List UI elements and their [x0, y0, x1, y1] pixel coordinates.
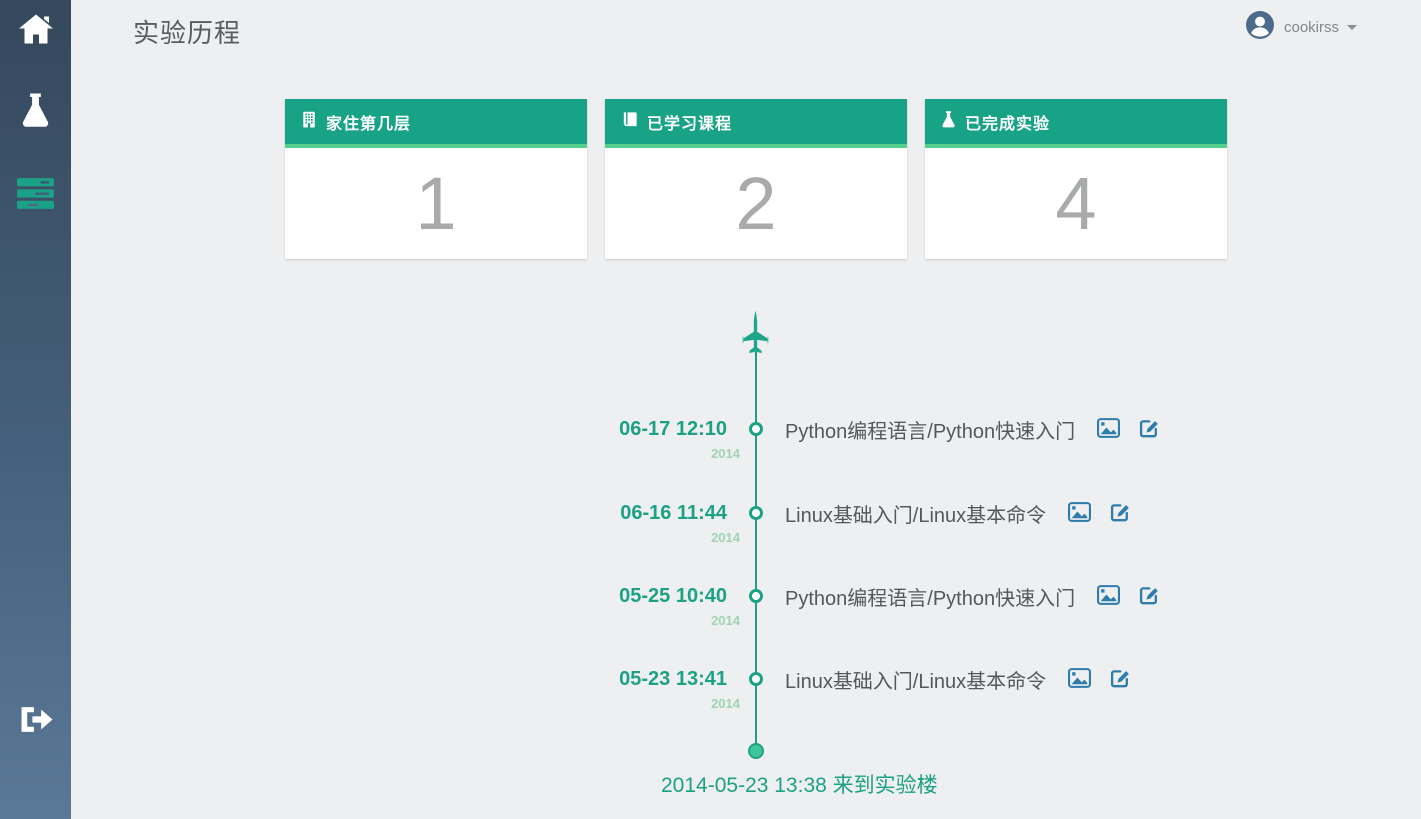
entry-date: 06-17 12:10 — [619, 418, 727, 440]
entry-title: Linux基础入门/Linux基本命令 — [785, 504, 1047, 527]
timeline-origin-node — [748, 743, 764, 759]
entry-year: 2014 — [711, 613, 740, 628]
edit-button[interactable] — [1139, 585, 1160, 608]
edit-button[interactable] — [1110, 668, 1131, 691]
list-icon — [17, 178, 54, 214]
flask-icon — [941, 110, 956, 133]
stat-card-courses: 已学习课程 2 — [605, 99, 907, 259]
avatar — [1246, 10, 1274, 44]
timeline-node — [749, 589, 763, 603]
timeline-node — [749, 506, 763, 520]
stat-card-header: 已完成实验 — [925, 99, 1227, 148]
sidebar-item-timeline[interactable] — [0, 172, 71, 220]
timeline-node — [749, 672, 763, 686]
entry-date: 05-23 13:41 — [619, 668, 727, 690]
stat-card-value: 2 — [735, 162, 777, 245]
edit-button[interactable] — [1110, 502, 1131, 525]
flask-icon — [20, 93, 51, 133]
stat-card-header: 家住第几层 — [285, 99, 587, 148]
edit-icon — [1110, 502, 1131, 525]
stat-card-value: 4 — [1055, 162, 1097, 245]
stat-card-header: 已学习课程 — [605, 99, 907, 148]
entry-title: Linux基础入门/Linux基本命令 — [785, 670, 1047, 693]
user-name: cookirss — [1284, 18, 1340, 36]
entry-date: 05-25 10:40 — [619, 585, 727, 607]
timeline-axis — [755, 352, 757, 751]
entry-year: 2014 — [711, 530, 740, 545]
entry-date: 06-16 11:44 — [620, 502, 727, 524]
stat-card-labs: 已完成实验 4 — [925, 99, 1227, 259]
timeline-node — [749, 422, 763, 436]
stat-card-label: 家住第几层 — [326, 115, 412, 133]
picture-icon — [1097, 417, 1121, 441]
picture-icon — [1068, 667, 1092, 691]
stats-row: 家住第几层 1 已学习课程 2 — [285, 99, 1227, 259]
sign-out-icon — [17, 704, 55, 740]
entry-title: Python编程语言/Python快速入门 — [785, 420, 1076, 443]
edit-icon — [1139, 585, 1160, 608]
view-image-button[interactable] — [1068, 667, 1092, 691]
picture-icon — [1068, 501, 1092, 525]
building-icon — [301, 111, 317, 133]
view-image-button[interactable] — [1097, 584, 1121, 608]
page-title: 实验历程 — [133, 18, 242, 48]
timeline-origin-label: 2014-05-23 13:38 来到实验楼 — [661, 774, 938, 797]
entry-year: 2014 — [711, 696, 740, 711]
sidebar — [0, 0, 71, 819]
stat-card-value: 1 — [415, 162, 457, 245]
stat-card-label: 已完成实验 — [965, 115, 1051, 133]
logout-button[interactable] — [0, 698, 71, 746]
sidebar-item-home[interactable] — [0, 8, 71, 56]
stat-card-label: 已学习课程 — [647, 115, 733, 133]
plane-icon — [742, 310, 769, 364]
edit-icon — [1110, 668, 1131, 691]
home-icon — [18, 13, 54, 51]
edit-button[interactable] — [1139, 418, 1160, 441]
book-icon — [621, 111, 638, 132]
view-image-button[interactable] — [1097, 417, 1121, 441]
picture-icon — [1097, 584, 1121, 608]
view-image-button[interactable] — [1068, 501, 1092, 525]
edit-icon — [1139, 418, 1160, 441]
stat-card-floor: 家住第几层 1 — [285, 99, 587, 259]
user-menu[interactable]: cookirss — [1246, 10, 1358, 44]
chevron-down-icon — [1347, 24, 1358, 30]
sidebar-item-experiments[interactable] — [0, 89, 71, 137]
entry-title: Python编程语言/Python快速入门 — [785, 587, 1076, 610]
entry-year: 2014 — [711, 446, 740, 461]
